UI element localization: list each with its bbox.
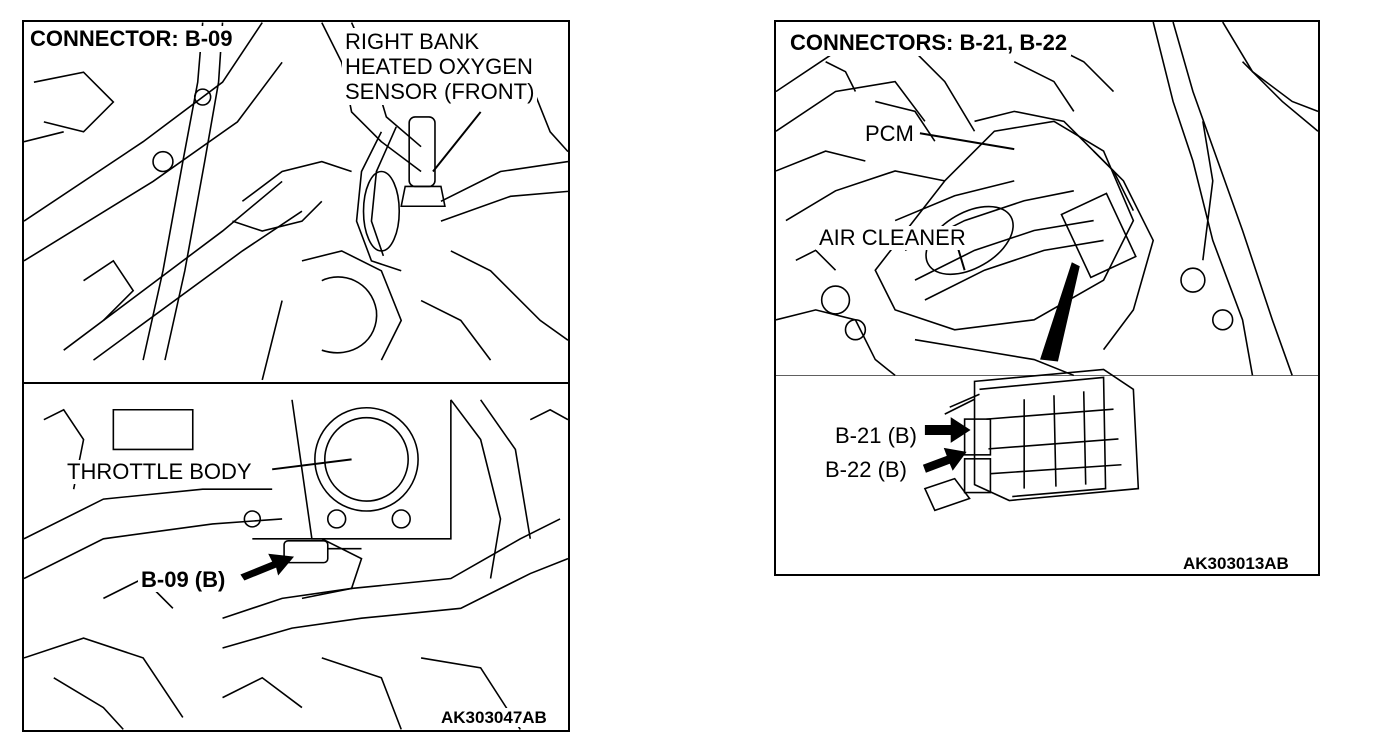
sensor-leader-line [432, 111, 482, 173]
left-figure-code: AK303047AB [438, 708, 550, 727]
throttle-body-label: THROTTLE BODY [64, 460, 255, 484]
b21-arrow-icon [924, 417, 971, 443]
oxygen-sensor-label-line-1: RIGHT BANK [345, 29, 480, 54]
left-figure-panel: CONNECTOR: B-09 RIGHT BANK HEATED OXYGEN… [22, 20, 570, 732]
right-figure-header: CONNECTORS: B-21, B-22 [786, 30, 1072, 56]
right-leader-lines [919, 132, 1080, 473]
throttle-leader-line [272, 458, 352, 471]
pcm-connector-b21-shape [963, 418, 992, 456]
pcm-leader-line [919, 132, 1015, 151]
b09-arrow-icon [240, 553, 295, 581]
right-figure-panel: CONNECTORS: B-21, B-22 PCM AIR CLEANER B… [774, 20, 1320, 576]
b21-connector-label: B-21 (B) [832, 424, 920, 448]
oxygen-sensor-label: RIGHT BANK HEATED OXYGEN SENSOR (FRONT) [342, 28, 538, 105]
b22-arrow-icon [922, 447, 967, 473]
b09-connector-label: B-09 (B) [138, 568, 229, 592]
pcm-pointer-icon [1040, 262, 1080, 362]
pcm-label: PCM [862, 122, 917, 146]
b22-connector-label: B-22 (B) [822, 458, 910, 482]
left-figure-header: CONNECTOR: B-09 [26, 26, 237, 52]
air-cleaner-label: AIR CLEANER [816, 226, 969, 250]
oxygen-sensor-label-line-3: SENSOR (FRONT) [345, 79, 535, 104]
figure-divider [24, 382, 568, 384]
right-figure-code: AK303013AB [1180, 554, 1292, 573]
pcm-connector-b22-shape [963, 458, 992, 494]
left-leader-lines [240, 111, 482, 581]
oxygen-sensor-label-line-2: HEATED OXYGEN [345, 54, 533, 79]
engine-bay-drawing-b09 [24, 22, 568, 730]
